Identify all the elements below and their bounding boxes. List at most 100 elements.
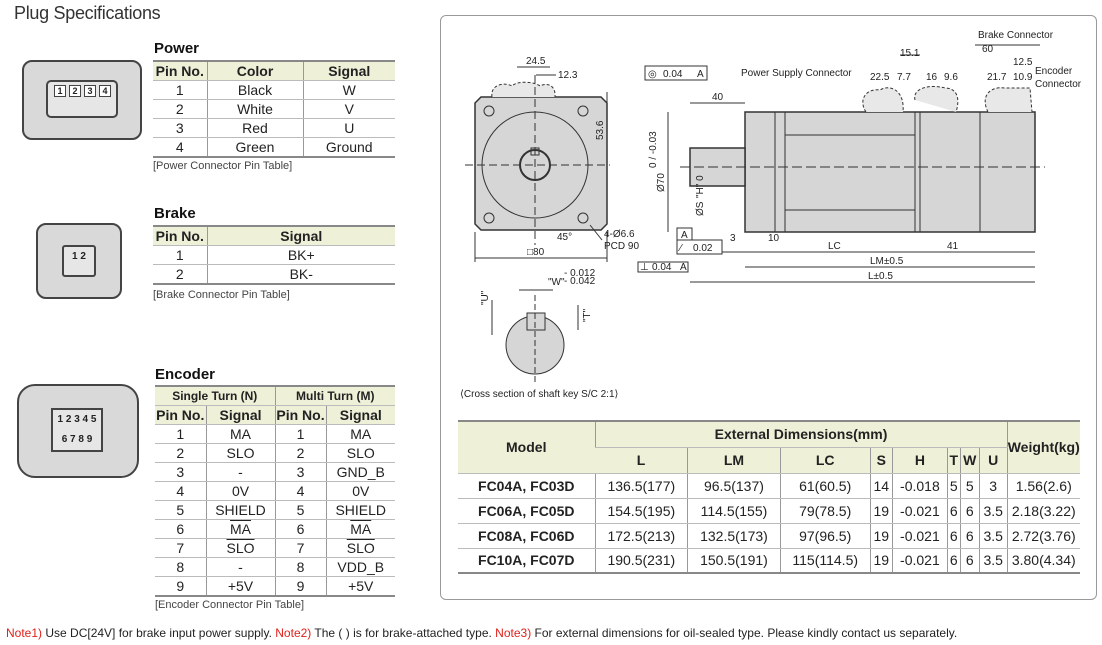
table-cell: 2.72(3.76) — [1006, 523, 1080, 549]
dim-label: 16 — [926, 72, 938, 83]
table-cell: +5V — [205, 576, 275, 597]
table-cell: SLO — [325, 443, 395, 463]
col-header: External Dimensions(mm) — [594, 421, 1007, 448]
col-header: Signal — [325, 405, 395, 425]
group-header: Multi Turn (M) — [274, 386, 395, 406]
col-header: T — [946, 447, 961, 474]
note-text: Use DC[24V] for brake input power supply… — [42, 626, 276, 640]
table-cell: 7 — [155, 538, 206, 558]
table-cell: 154.5(195) — [594, 498, 688, 524]
table-cell: 132.5(173) — [687, 523, 781, 549]
table-cell: SHIELD — [205, 500, 275, 520]
table-cell: 6 — [959, 498, 980, 524]
table-cell: Green — [206, 137, 303, 158]
table-cell: U — [302, 118, 395, 138]
dim-label: 0.04 — [652, 262, 672, 273]
dim-label: 45° — [557, 232, 572, 243]
note-label: Note2) — [275, 626, 312, 640]
dim-label: □80 — [527, 247, 545, 258]
pin-labels-bottom: 6 7 8 9 — [61, 434, 93, 445]
table-cell: 19 — [869, 523, 893, 549]
table-cell: VDD_B — [325, 557, 395, 577]
table-cell: 190.5(231) — [594, 548, 688, 574]
dim-label: 40 — [712, 92, 724, 103]
notes: Note1) Use DC[24V] for brake input power… — [6, 626, 957, 640]
col-header: Pin No. — [153, 61, 207, 81]
dim-label: 3 — [730, 233, 736, 244]
table-cell: MA — [205, 424, 275, 444]
table-cell: 6 — [959, 548, 980, 574]
table-cell: FC08A, FC06D — [458, 523, 595, 549]
power-table-caption: [Power Connector Pin Table] — [153, 160, 293, 172]
table-cell: V — [302, 99, 395, 119]
dim-label: 0.02 — [693, 243, 713, 254]
perpendicularity-symbol: ⊥ — [640, 262, 649, 273]
col-header: H — [891, 447, 948, 474]
table-cell: 9 — [155, 576, 206, 597]
note-label: Note3) — [495, 626, 532, 640]
table-cell: 0V — [205, 481, 275, 501]
dim-label: LM±0.5 — [870, 256, 904, 267]
dim-label: 10 — [768, 233, 780, 244]
encoder-connector-image: 1 2 3 4 5 6 7 8 9 — [17, 384, 139, 478]
col-header: Color — [206, 61, 303, 81]
dim-label: - 0.012 — [564, 268, 596, 279]
table-cell: 3 — [978, 473, 1007, 499]
table-cell: -0.021 — [891, 548, 948, 574]
table-cell: 1.56(2.6) — [1006, 473, 1080, 499]
power-heading: Power — [154, 40, 200, 57]
dim-label: 41 — [947, 241, 959, 252]
dim-label: 9.6 — [944, 72, 958, 83]
table-cell: 114.5(155) — [687, 498, 781, 524]
dim-label: 0.04 — [663, 69, 683, 80]
dim-label: A — [680, 262, 687, 273]
brake-heading: Brake — [154, 205, 196, 222]
pin-label: 1 — [72, 251, 78, 262]
note-label: Note1) — [6, 626, 43, 640]
table-cell: 4 — [274, 481, 326, 501]
table-cell: Black — [206, 80, 303, 100]
col-header: Signal — [206, 226, 395, 246]
page-title: Plug Specifications — [14, 3, 161, 23]
dim-label: 21.7 — [987, 72, 1007, 83]
col-header: LM — [687, 447, 781, 474]
dim-label: 0 / -0.03 — [648, 131, 659, 168]
dim-label: 15.1 — [900, 48, 920, 59]
table-cell: 8 — [155, 557, 206, 577]
col-header: U — [978, 447, 1007, 474]
group-header: Single Turn (N) — [155, 386, 275, 406]
motor-dimension-drawing: 24.5 12.3 53.6 4-Ø6.6 PCD 90 45° □80 "W"… — [460, 30, 1082, 400]
table-cell: 0V — [325, 481, 395, 501]
table-cell: FC10A, FC07D — [458, 548, 595, 574]
table-cell: GND_B — [325, 462, 395, 482]
dim-label: A — [697, 69, 704, 80]
table-cell: 1 — [153, 245, 207, 265]
dimension-drawing-panel — [440, 15, 1097, 600]
table-cell: 5 — [155, 500, 206, 520]
encoder-heading: Encoder — [155, 366, 216, 383]
table-cell: SLO — [205, 443, 275, 463]
table-cell: 5 — [946, 473, 961, 499]
col-header: Pin No. — [274, 405, 326, 425]
pin-label: 2 — [80, 251, 86, 262]
col-header: L — [595, 447, 688, 474]
dim-label: ØS — [695, 201, 706, 216]
dim-label: PCD 90 — [604, 241, 639, 252]
col-header: Signal — [302, 61, 395, 81]
col-header: Pin No. — [153, 226, 207, 246]
table-cell: 97(96.5) — [779, 523, 871, 549]
dim-label: "W" — [548, 277, 565, 288]
